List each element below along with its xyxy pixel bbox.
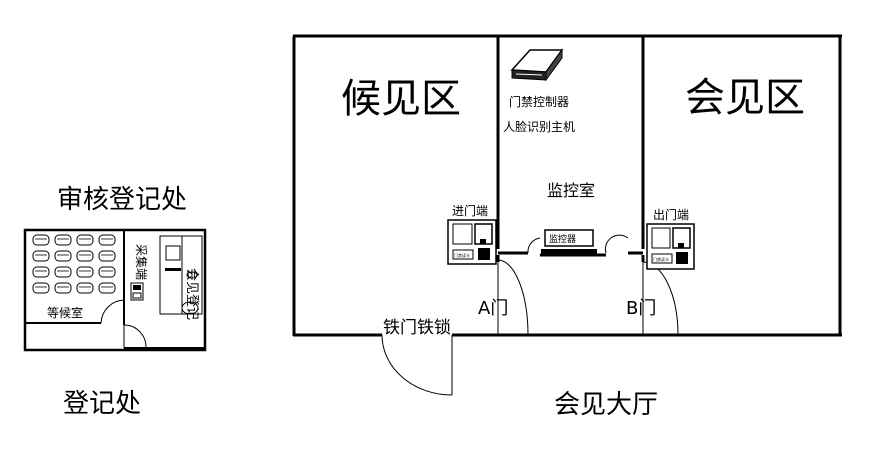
label-monitor-device: 监控器: [549, 233, 576, 245]
entry-terminal-device: [447, 219, 497, 265]
waiting-chair: [98, 234, 116, 246]
label-door-a: A门: [478, 298, 508, 319]
reg-counter-chair: [181, 301, 199, 315]
label-waiting-room: 等候室: [47, 305, 83, 320]
iron-door-arc: [381, 334, 453, 396]
waiting-chair: [54, 234, 72, 246]
reg-counter-monitor: [165, 245, 181, 261]
controller-slot: [515, 73, 543, 76]
waiting-chair: [76, 250, 94, 262]
waiting-chair: [76, 266, 94, 278]
exit-terminal-led: [678, 243, 684, 248]
waiting-chair: [98, 282, 116, 294]
reg-counter-mouse: [186, 271, 198, 279]
monitor-device-base: [541, 249, 597, 255]
entry-terminal-led: [480, 239, 486, 244]
reg-door-arc: [123, 324, 147, 349]
label-entry-terminal-caption: 门禁读卡: [454, 252, 470, 258]
monitor-door-arc-left: [527, 237, 541, 254]
waiting-chairs: [32, 234, 116, 294]
label-meeting-area: 会见区: [685, 75, 805, 121]
reg-counter: [159, 235, 203, 315]
monitor-device-body: [544, 229, 594, 247]
waiting-chair: [98, 250, 116, 262]
waiting-chair: [32, 266, 50, 278]
waiting-chair: [32, 282, 50, 294]
entry-terminal-reader: [478, 248, 490, 260]
label-door-b: B门: [626, 298, 656, 319]
collection-device-pad: [132, 292, 142, 299]
label-waiting-area: 候见区: [341, 76, 461, 122]
collection-device-screen: [133, 285, 141, 290]
exit-terminal-device: [646, 223, 695, 270]
entry-terminal-caption-box: [452, 249, 474, 260]
monitor-door-arc-right: [604, 234, 629, 254]
waiting-chair: [76, 234, 94, 246]
waiting-chair: [54, 250, 72, 262]
reg-counter-keyboard: [165, 268, 181, 271]
doors: [381, 234, 679, 396]
label-collection-terminal: 采集端: [134, 244, 149, 280]
label-door-controller: 门禁控制器: [509, 94, 569, 109]
label-visitor-registration: 会见登记: [184, 268, 199, 320]
waiting-chair: [76, 282, 94, 294]
label-meeting-hall: 会见大厅: [554, 390, 658, 420]
collection-device: [130, 282, 144, 301]
reg-outline: [23, 228, 207, 352]
monitor-device: [541, 229, 597, 255]
exit-terminal-screen-left: [651, 227, 671, 249]
label-monitor-room: 监控室: [547, 181, 595, 200]
label-face-host: 人脸识别主机: [503, 120, 575, 134]
waiting-chair: [54, 282, 72, 294]
waiting-chair: [32, 234, 50, 246]
label-iron-door: 铁门铁锁: [383, 318, 451, 338]
label-exit-terminal: 出门端: [653, 207, 689, 222]
exit-terminal-caption-box: [651, 253, 673, 264]
waiting-chair: [32, 250, 50, 262]
exit-terminal-reader: [676, 252, 688, 264]
controller-side-face: [545, 48, 563, 82]
waiting-door-arc: [100, 299, 125, 324]
label-entry-terminal: 进门端: [452, 203, 488, 218]
text-labels: 候见区 会见区 门禁控制器 人脸识别主机 监控室 进门端 出门端 监控器 A门 …: [47, 75, 805, 420]
registration-office: [23, 228, 207, 352]
door-a-arc: [497, 259, 529, 336]
label-audit-registration: 审核登记处: [57, 185, 187, 215]
label-registration-office: 登记处: [63, 389, 141, 419]
door-controller-device: [510, 48, 564, 82]
label-exit-terminal-caption: 门禁读卡: [653, 256, 669, 262]
entry-terminal-screen-left: [452, 223, 473, 245]
waiting-chair: [54, 266, 72, 278]
waiting-chair: [98, 266, 116, 278]
